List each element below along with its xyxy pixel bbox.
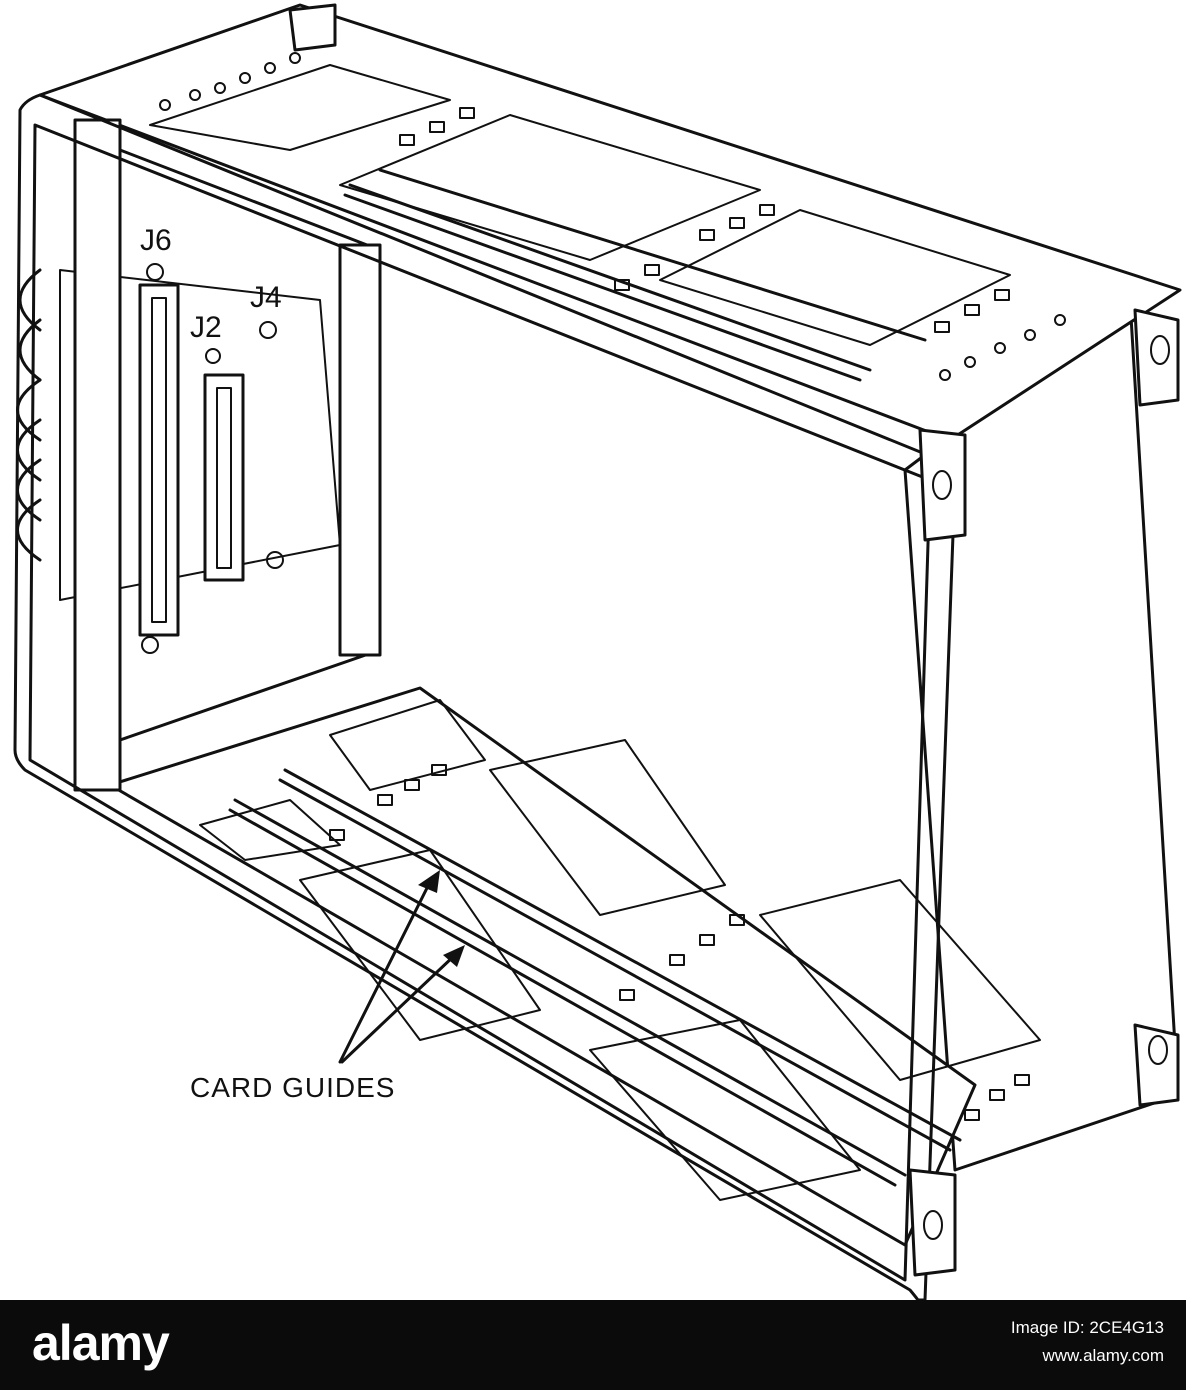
rear-right-post <box>338 243 382 657</box>
top-card-slot-3 <box>659 209 1011 346</box>
bottom-card-slot-2 <box>489 739 726 916</box>
callout-arrowhead-1 <box>418 870 440 893</box>
front-frame-inner <box>28 123 932 1282</box>
card-guide-rail-2 <box>278 778 952 1152</box>
card-guide-rail-4 <box>228 808 897 1187</box>
top-mounting-holes <box>159 52 1066 381</box>
card-guide-rail-3 <box>233 798 907 1177</box>
image-id-text: Image ID: 2CE4G13 <box>1010 1318 1164 1337</box>
top-vent-squares <box>399 107 1010 333</box>
connector-label-j6: J6 <box>140 224 172 257</box>
backplane-screws <box>141 263 284 654</box>
connector-j2-j4-slot <box>216 387 232 569</box>
bottom-card-slot-1 <box>329 699 486 791</box>
cable-bundle <box>16 268 42 562</box>
connector-j2-j4 <box>203 373 245 582</box>
bottom-card-slot-6 <box>589 1019 861 1201</box>
card-guides-label: CARD GUIDES <box>190 1072 395 1103</box>
bottom-vent-squares <box>329 764 1030 1121</box>
top-card-slot-2 <box>339 114 761 261</box>
callout-arrow-1 <box>338 880 432 1064</box>
top-guide-rail-2 <box>343 193 862 382</box>
image-id-block: Image ID: 2CE4G13 www.alamy.com <box>1011 1314 1164 1370</box>
rear-left-post <box>73 118 122 792</box>
mounting-ears <box>288 3 1180 1277</box>
connector-label-j2: J2 <box>190 311 222 344</box>
connector-label-j4: J4 <box>250 281 282 314</box>
front-frame-outer <box>13 93 958 1300</box>
brand-logo: alamy <box>32 1315 170 1371</box>
bottom-card-slot-5 <box>759 879 1041 1081</box>
card-guide-rail-1 <box>283 768 962 1142</box>
bottom-card-slot-3 <box>199 799 341 861</box>
watermark-footer: alamy Image ID: 2CE4G13 www.alamy.com <box>0 1300 1186 1390</box>
connector-j6-slot <box>151 297 167 623</box>
bottom-card-slot-4 <box>299 849 541 1041</box>
site-url-text: www.alamy.com <box>1042 1346 1164 1365</box>
top-guide-rail-1 <box>348 183 872 372</box>
top-guide-rail-3 <box>378 168 927 342</box>
connector-j6 <box>138 283 180 637</box>
callout-arrowhead-2 <box>443 945 465 967</box>
bottom-panel <box>108 686 977 1247</box>
card-cage-diagram: J6 J2 J4 CARD GUIDES <box>13 3 1182 1300</box>
top-card-slot-1 <box>149 64 451 151</box>
callout-arrow-2 <box>340 953 457 1064</box>
